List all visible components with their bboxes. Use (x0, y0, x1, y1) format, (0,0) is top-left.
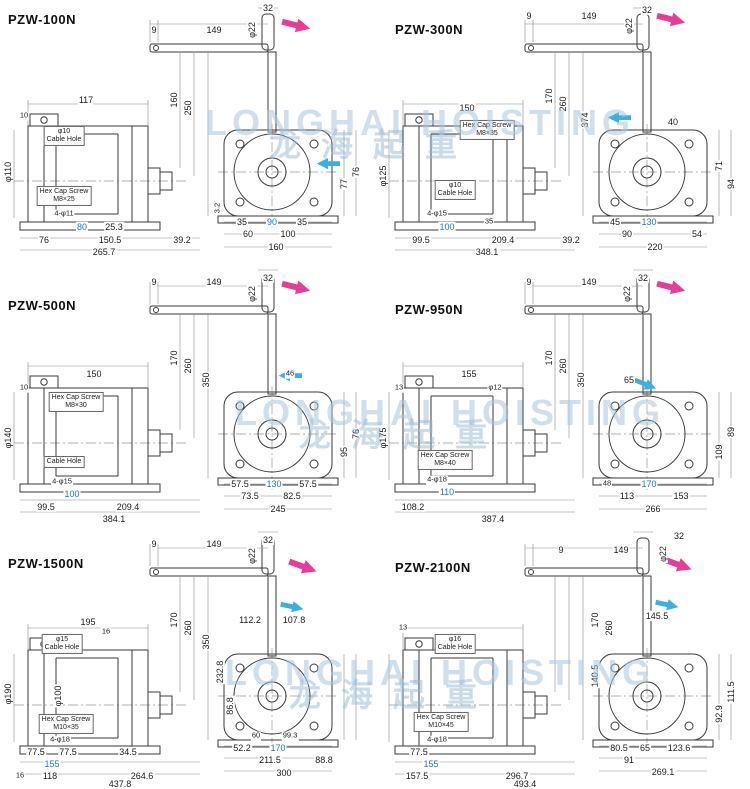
winch-technical-drawing (388, 7, 732, 251)
winch-technical-drawing (13, 7, 357, 251)
cable-direction-arrow-icon (316, 158, 340, 170)
model-label: PZW-2100N (395, 560, 471, 575)
cable-direction-arrow-icon (279, 598, 305, 615)
crank-rotation-arrow-icon (661, 552, 694, 577)
model-label: PZW-100N (8, 12, 77, 27)
model-label: PZW-1500N (8, 556, 84, 571)
crank-rotation-arrow-icon (280, 14, 312, 36)
crank-rotation-arrow-icon (655, 8, 687, 30)
crank-rotation-arrow-icon (286, 554, 319, 579)
cable-direction-arrow-icon (278, 370, 302, 382)
cable-direction-arrow-icon (607, 112, 631, 124)
crank-rotation-arrow-icon (655, 276, 687, 298)
crank-rotation-arrow-icon (280, 276, 312, 298)
cable-direction-arrow-icon (632, 374, 659, 394)
model-label: PZW-950N (395, 302, 464, 317)
model-label: PZW-300N (395, 22, 464, 37)
model-label: PZW-500N (8, 298, 77, 313)
cable-direction-arrow-icon (654, 596, 680, 613)
